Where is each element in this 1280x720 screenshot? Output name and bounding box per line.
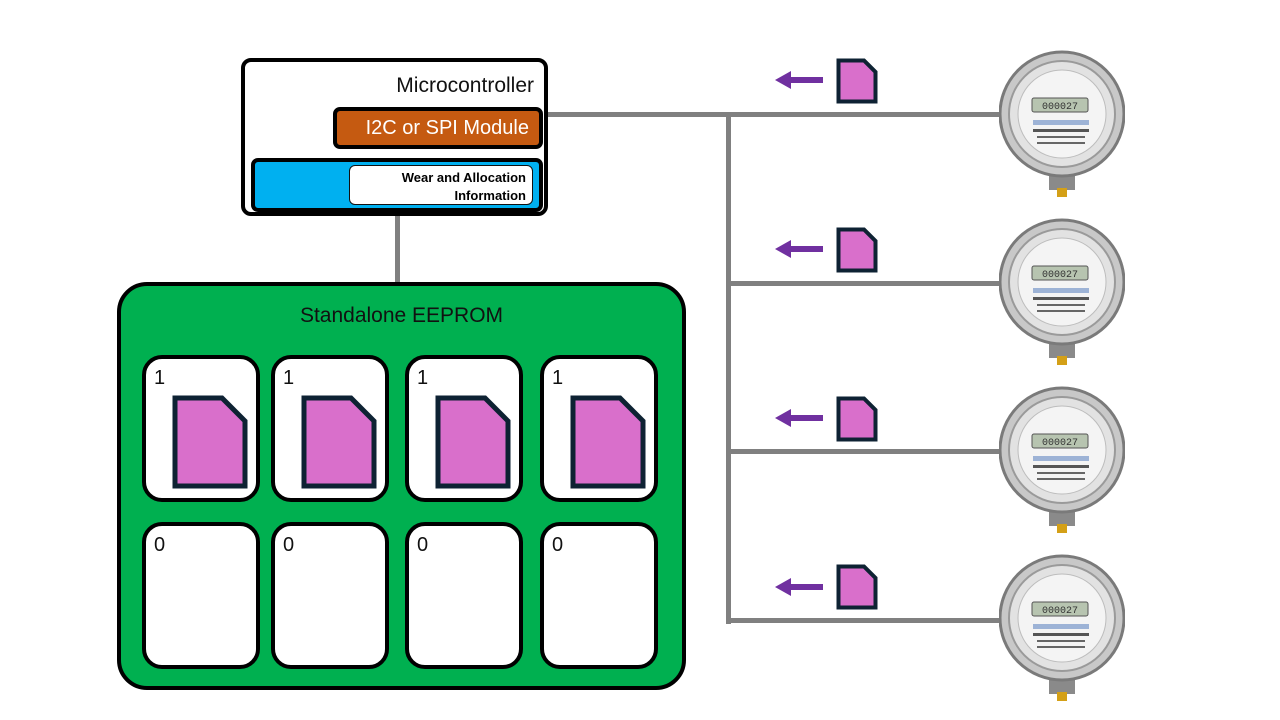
bus-branch-3 bbox=[726, 449, 1004, 454]
meter-reading: 000027 bbox=[1042, 438, 1078, 449]
cell-flag: 0 bbox=[283, 534, 295, 556]
document-icon bbox=[435, 395, 511, 489]
smart-meter: 000027 bbox=[998, 50, 1126, 197]
document-icon bbox=[836, 564, 878, 610]
eeprom-cell: 1 bbox=[142, 355, 260, 502]
wear-label-line-1: Wear and Allocation bbox=[401, 170, 526, 185]
cell-flag: 0 bbox=[552, 534, 564, 556]
cell-flag: 1 bbox=[552, 367, 564, 389]
microcontroller: Microcontroller I2C or SPI Module Wear a… bbox=[241, 58, 548, 216]
arrow-left-icon bbox=[775, 409, 823, 427]
bus-horizontal-main bbox=[548, 112, 1004, 117]
bus-branch-2 bbox=[726, 281, 1004, 286]
cell-flag: 1 bbox=[283, 367, 295, 389]
bus-module: I2C or SPI Module bbox=[333, 107, 543, 149]
eeprom-title: Standalone EEPROM bbox=[299, 304, 504, 327]
cell-flag: 1 bbox=[417, 367, 429, 389]
smart-meter: 000027 bbox=[998, 554, 1126, 701]
standalone-eeprom: Standalone EEPROM 1 1 1 1 0 0 0 0 bbox=[117, 282, 686, 690]
wear-allocation-label: Wear and Allocation Information bbox=[349, 165, 533, 205]
bus-module-label: I2C or SPI Module bbox=[365, 116, 529, 139]
document-icon bbox=[570, 395, 646, 489]
mcu-eeprom-link bbox=[395, 216, 400, 284]
smart-meter-icon: 000027 bbox=[998, 554, 1126, 701]
document-icon bbox=[172, 395, 248, 489]
eeprom-cell: 0 bbox=[405, 522, 523, 669]
eeprom-cell: 0 bbox=[540, 522, 658, 669]
eeprom-cell: 0 bbox=[142, 522, 260, 669]
wear-allocation-block: Wear and Allocation Information bbox=[251, 158, 543, 212]
smart-meter-icon: 000027 bbox=[998, 218, 1126, 365]
bus-vertical-trunk bbox=[726, 112, 731, 624]
meter-reading: 000027 bbox=[1042, 270, 1078, 281]
smart-meter-icon: 000027 bbox=[998, 386, 1126, 533]
smart-meter: 000027 bbox=[998, 218, 1126, 365]
arrow-left-icon bbox=[775, 578, 823, 596]
document-icon bbox=[301, 395, 377, 489]
cell-flag: 0 bbox=[154, 534, 166, 556]
meter-reading: 000027 bbox=[1042, 606, 1078, 617]
cell-flag: 1 bbox=[154, 367, 166, 389]
smart-meter-icon: 000027 bbox=[998, 50, 1126, 197]
eeprom-cell: 1 bbox=[271, 355, 389, 502]
eeprom-cell: 1 bbox=[405, 355, 523, 502]
eeprom-cell: 0 bbox=[271, 522, 389, 669]
wear-label-line-2: Information bbox=[454, 188, 527, 203]
arrow-left-icon bbox=[775, 71, 823, 89]
arrow-left-icon bbox=[775, 240, 823, 258]
smart-meter: 000027 bbox=[998, 386, 1126, 533]
document-icon bbox=[836, 396, 878, 442]
microcontroller-title: Microcontroller bbox=[396, 74, 534, 97]
document-icon bbox=[836, 58, 878, 104]
bus-branch-4 bbox=[726, 618, 1004, 623]
cell-flag: 0 bbox=[417, 534, 429, 556]
document-icon bbox=[836, 227, 878, 273]
eeprom-cell: 1 bbox=[540, 355, 658, 502]
meter-reading: 000027 bbox=[1042, 102, 1078, 113]
